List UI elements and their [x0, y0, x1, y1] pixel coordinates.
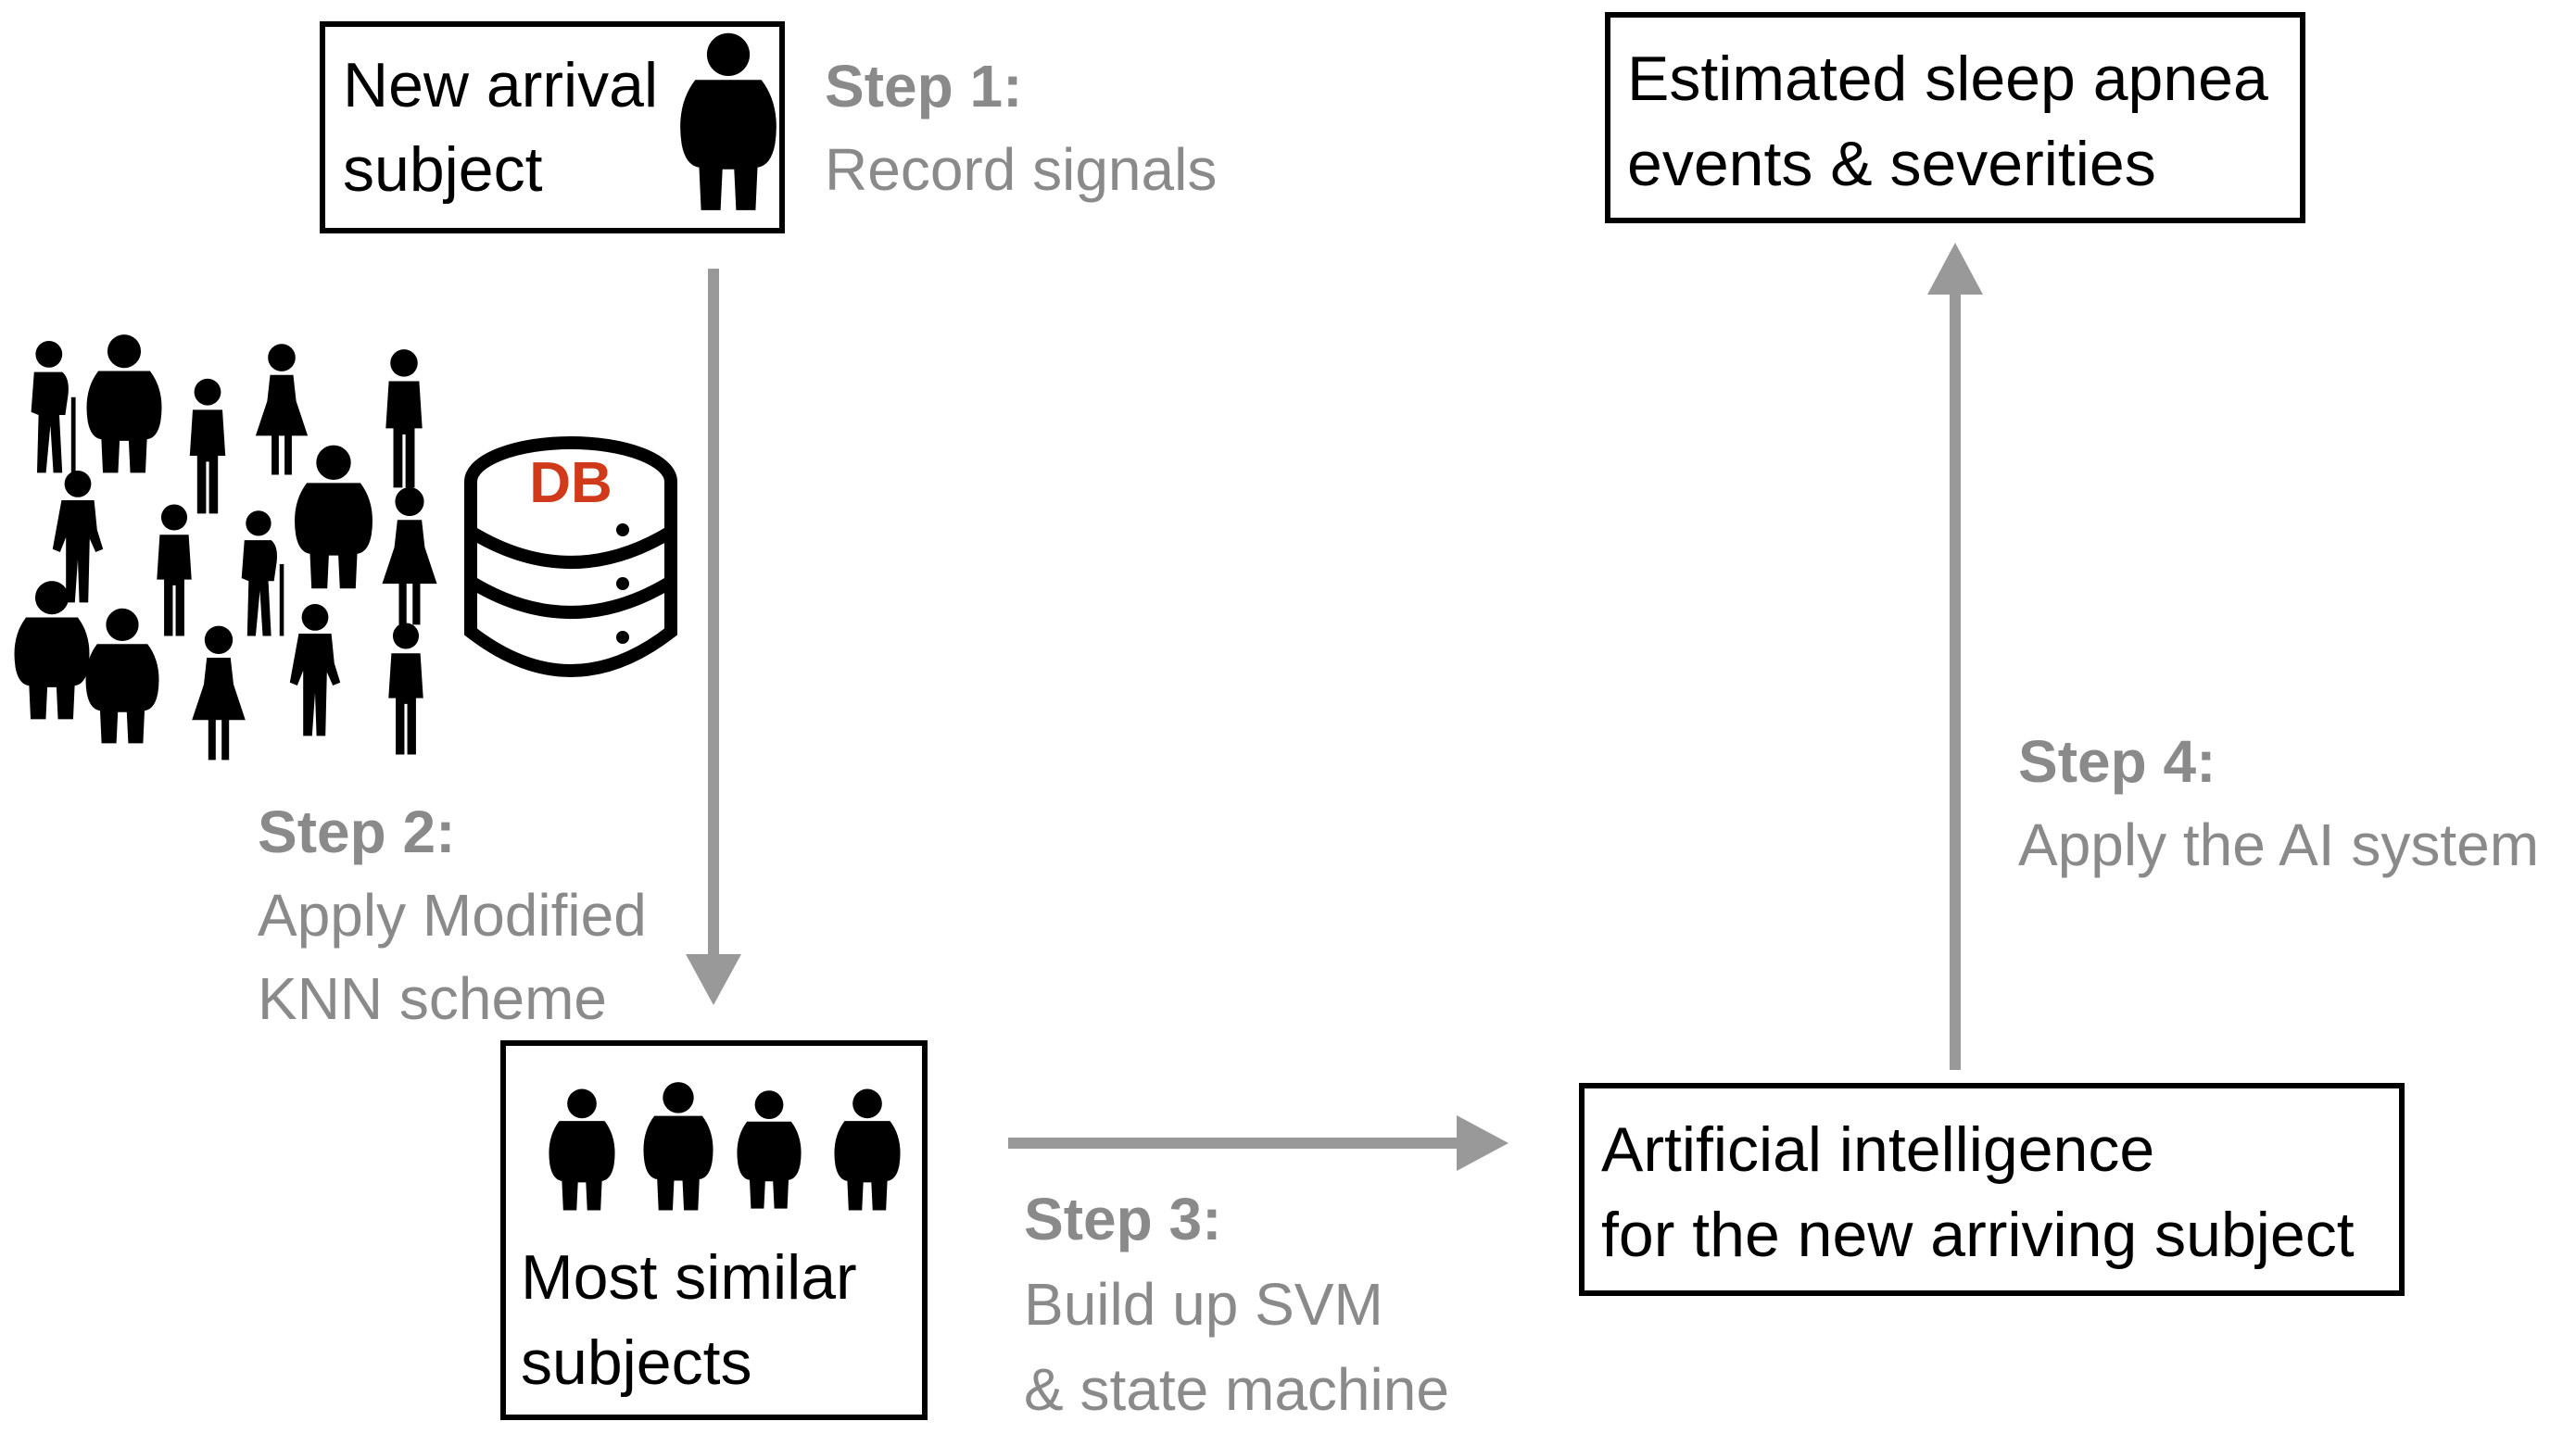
- step2-label: Step 2: Apply Modified KNN scheme: [258, 799, 647, 1032]
- step3-description-line2: & state machine: [1024, 1356, 1449, 1423]
- new-arrival-line2: subject: [343, 134, 543, 205]
- person-icon: [382, 486, 437, 625]
- person-icon: [385, 349, 423, 488]
- estimated-events-box: Estimated sleep apnea events & severitie…: [1605, 12, 2305, 223]
- person-icon: [31, 341, 76, 473]
- step4-title: Step 4:: [2018, 728, 2216, 795]
- person-icon: [14, 581, 90, 720]
- step4-label: Step 4: Apply the AI system: [2018, 728, 2539, 878]
- person-icon: [289, 604, 341, 736]
- step2-description-line2: KNN scheme: [258, 965, 607, 1032]
- ai-line1: Artificial intelligence: [1601, 1114, 2154, 1185]
- ai-box: Artificial intelligence for the new arri…: [1579, 1083, 2405, 1296]
- person-icon: [189, 378, 226, 514]
- step3-description-line1: Build up SVM: [1024, 1271, 1383, 1338]
- step3-title: Step 3:: [1024, 1186, 1221, 1252]
- step2-title: Step 2:: [258, 799, 455, 865]
- database-label: DB: [529, 451, 612, 515]
- crowd-icon: [14, 334, 437, 761]
- ai-line2: for the new arriving subject: [1601, 1200, 2355, 1270]
- arrow-step3: [1008, 1115, 1509, 1171]
- step1-label: Step 1: Record signals: [825, 53, 1217, 203]
- person-icon: [85, 608, 159, 744]
- database-icon: [464, 436, 677, 677]
- new-arrival-line1: New arrival: [343, 50, 658, 120]
- most-similar-line2: subjects: [521, 1327, 751, 1398]
- step3-label: Step 3: Build up SVM & state machine: [1024, 1186, 1449, 1423]
- step2-description-line1: Apply Modified: [258, 882, 647, 949]
- estimated-line1: Estimated sleep apnea: [1627, 44, 2268, 114]
- person-icon: [241, 510, 284, 636]
- person-icon: [192, 625, 246, 761]
- most-similar-line1: Most similar: [521, 1242, 857, 1313]
- most-similar-box: Most similar subjects: [500, 1040, 928, 1420]
- step1-description: Record signals: [825, 136, 1217, 203]
- new-arrival-box: New arrival subject: [320, 21, 785, 233]
- person-icon: [295, 445, 373, 589]
- arrow-step1-to-step2: [686, 269, 741, 1005]
- step4-description: Apply the AI system: [2018, 811, 2539, 878]
- arrow-step4: [1927, 243, 1983, 1070]
- person-icon: [157, 504, 192, 636]
- step1-title: Step 1:: [825, 53, 1022, 120]
- person-icon: [86, 334, 162, 473]
- person-icon: [388, 623, 423, 755]
- person-icon: [255, 344, 309, 475]
- person-icon: [52, 471, 104, 603]
- estimated-line2: events & severities: [1627, 129, 2156, 199]
